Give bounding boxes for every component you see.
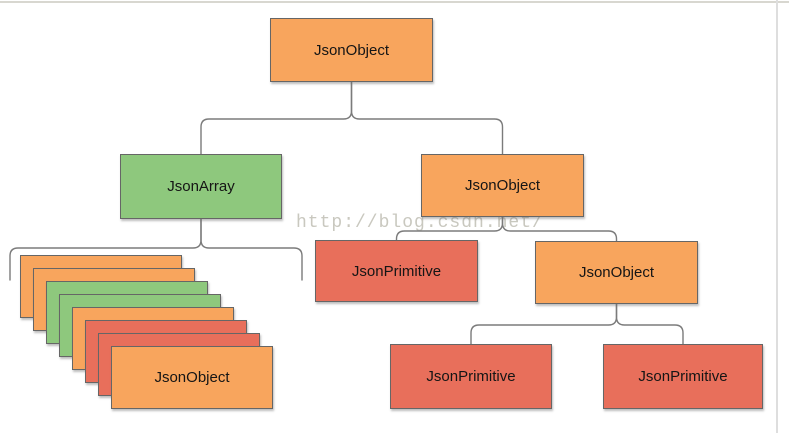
node-label: JsonArray xyxy=(167,178,235,195)
node-prim3-jsonprimitive: JsonPrimitive xyxy=(603,344,763,409)
connector-from-obj3-left xyxy=(470,303,618,345)
page-top-border xyxy=(0,1,789,3)
page-right-border xyxy=(776,0,778,433)
node-label: JsonPrimitive xyxy=(638,368,728,385)
node-root-jsonobject: JsonObject xyxy=(270,18,433,82)
node-obj2-jsonobject: JsonObject xyxy=(421,154,584,217)
node-label: JsonPrimitive xyxy=(426,368,516,385)
node-prim2-jsonprimitive: JsonPrimitive xyxy=(390,344,552,409)
connector-from-root-left xyxy=(200,81,353,155)
node-prim1-jsonprimitive: JsonPrimitive xyxy=(315,240,478,302)
connector-from-array-left xyxy=(9,218,202,281)
node-label: JsonPrimitive xyxy=(351,262,442,280)
connector-from-obj2-left xyxy=(395,216,504,241)
node-label: JsonObject xyxy=(313,41,390,59)
connector-from-root-right xyxy=(350,81,504,155)
node-array-jsonarray: JsonArray xyxy=(120,154,282,219)
node-obj3-jsonobject: JsonObject xyxy=(535,241,698,304)
stack-front-label: JsonObject xyxy=(154,369,230,386)
connector-from-obj2-right xyxy=(501,216,618,242)
stack-layer-8-orange: JsonObject xyxy=(111,346,273,409)
connector-from-obj3-right xyxy=(615,303,684,345)
node-label: JsonObject xyxy=(464,177,541,194)
connector-from-array-right xyxy=(200,218,303,281)
watermark-text: http://blog.csdn.net/ xyxy=(296,213,544,233)
node-label: JsonObject xyxy=(578,264,655,281)
